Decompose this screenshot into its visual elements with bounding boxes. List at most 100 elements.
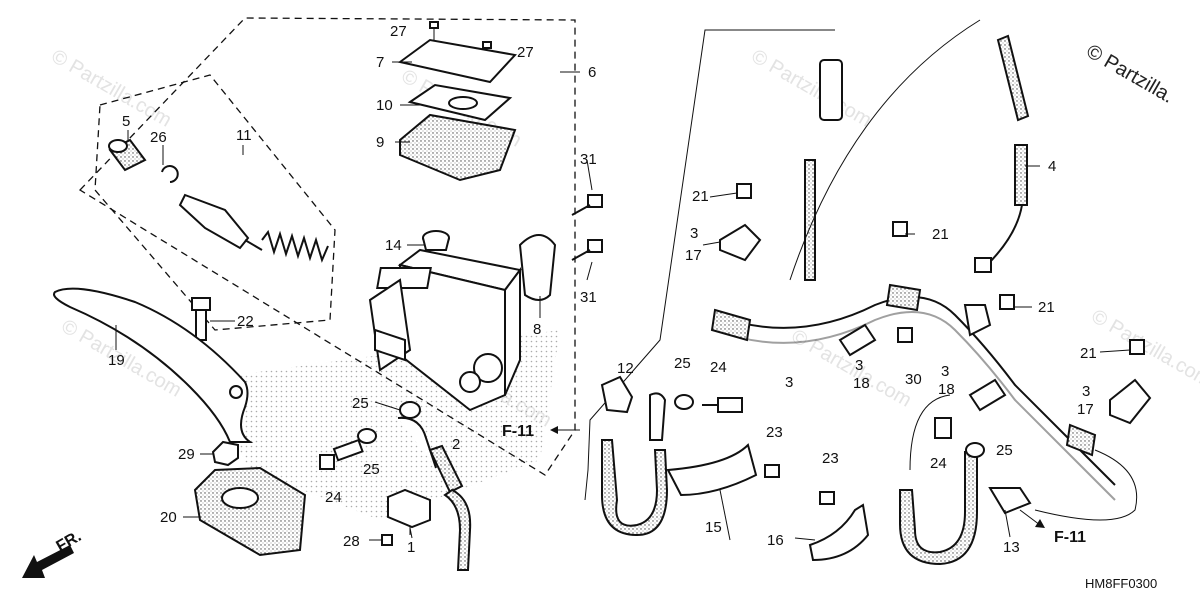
copyright-text: © Partzilla.	[1083, 40, 1178, 108]
callout-22: 22	[237, 313, 254, 330]
callout-17: 17	[1077, 401, 1094, 418]
washer-part-25	[674, 394, 694, 410]
callout-20: 20	[160, 509, 177, 526]
callout-9: 9	[376, 134, 384, 151]
callout-27: 27	[390, 23, 407, 40]
bolt-part-24	[934, 417, 952, 439]
cup-part-14	[422, 230, 450, 251]
callout-15: 15	[705, 519, 722, 536]
callout-3: 3	[855, 357, 863, 374]
cover-part-20	[193, 466, 307, 557]
callout-24: 24	[325, 489, 342, 506]
callout-10: 10	[376, 97, 393, 114]
callout-labels: 27 27 6 7 10 9 5 26 11 14 8 22 19 25 2 2…	[108, 23, 1097, 556]
reservoir-cap-part-7	[397, 38, 517, 84]
callout-26: 26	[150, 129, 167, 146]
callout-31: 31	[580, 289, 597, 306]
piston	[178, 193, 263, 251]
arrow-head-icon	[1035, 519, 1045, 528]
callout-7: 7	[376, 54, 384, 71]
bolt-part-24	[717, 397, 743, 413]
bolt-part-23	[819, 491, 835, 505]
boundary-line	[1034, 449, 1138, 521]
arrow-line	[1019, 509, 1041, 526]
callout-21: 21	[932, 226, 949, 243]
callout-21: 21	[692, 188, 709, 205]
callout-21: 21	[1080, 345, 1097, 362]
callout-23: 23	[766, 424, 783, 441]
nut-part-29	[211, 440, 239, 467]
bolt-part-23	[764, 464, 780, 478]
watermark-text: © Partzilla.com	[48, 45, 176, 131]
callout-24: 24	[930, 455, 947, 472]
f11-reference: F-11	[502, 423, 534, 440]
callout-25: 25	[352, 395, 369, 412]
f11-reference: F-11	[1054, 529, 1086, 546]
bolt-part-21	[1129, 339, 1145, 355]
bracket-part-13	[988, 487, 1032, 515]
master-cylinder-body	[368, 248, 522, 412]
callout-25: 25	[363, 461, 380, 478]
callout-12: 12	[617, 360, 634, 377]
washer-part-25	[965, 442, 985, 458]
circlip-part-26	[161, 165, 179, 183]
pivot-bolt-part-22	[191, 297, 211, 341]
diagram-code: HM8FF0300	[1085, 576, 1157, 591]
bolt-part-31	[571, 194, 603, 261]
bolt-part-30	[897, 327, 913, 343]
arrow-head-icon	[550, 426, 558, 434]
callout-8: 8	[533, 321, 541, 338]
callout-31: 31	[580, 151, 597, 168]
callout-1: 1	[407, 539, 415, 556]
boot-part-5	[108, 138, 147, 172]
callout-23: 23	[822, 450, 839, 467]
brake-lever-part-19	[53, 287, 254, 443]
callout-3: 3	[785, 374, 793, 391]
clamp-part-18	[838, 323, 877, 357]
clamp-part-17	[719, 223, 762, 262]
brake-hose-part-2	[397, 416, 472, 571]
front-direction-arrow	[22, 545, 74, 578]
boundary-line	[789, 19, 981, 281]
callout-2: 2	[452, 436, 460, 453]
bracket-part-15	[666, 443, 758, 497]
screw-part-28	[381, 534, 393, 546]
callout-18: 18	[938, 381, 955, 398]
callout-19: 19	[108, 352, 125, 369]
washer-bolt-left	[319, 401, 421, 470]
callout-3: 3	[690, 225, 698, 242]
callout-4: 4	[1048, 158, 1056, 175]
clamp-part-18	[968, 378, 1007, 412]
holder-part-8	[518, 234, 557, 301]
callout-14: 14	[385, 237, 402, 254]
callout-11: 11	[236, 127, 252, 144]
bolt-part-21	[736, 183, 752, 199]
leader-lines	[115, 61, 1131, 541]
callout-27: 27	[517, 44, 534, 61]
switch-part-1	[387, 488, 431, 535]
diaphragm-part-9	[399, 113, 517, 182]
bracket-part-16	[808, 503, 870, 562]
callout-29: 29	[178, 446, 195, 463]
brake-hose-lower-left	[601, 392, 669, 537]
callout-28: 28	[343, 533, 360, 550]
callout-16: 16	[767, 532, 784, 549]
callout-6: 6	[588, 64, 596, 81]
brake-hose-part-3	[710, 283, 1116, 501]
callout-25: 25	[674, 355, 691, 372]
boundary-line	[584, 29, 835, 501]
callout-5: 5	[122, 113, 130, 130]
clamp-part-17	[1109, 378, 1152, 425]
bolt-part-21	[999, 294, 1015, 310]
callout-24: 24	[710, 359, 727, 376]
joint	[963, 304, 992, 337]
callout-30: 30	[905, 371, 922, 388]
callout-17: 17	[685, 247, 702, 264]
callout-3: 3	[1082, 383, 1090, 400]
callout-18: 18	[853, 375, 870, 392]
spring	[261, 229, 329, 263]
callout-25: 25	[996, 442, 1013, 459]
brake-hose-part-4	[974, 34, 1030, 273]
bolt-part-21	[892, 221, 908, 237]
